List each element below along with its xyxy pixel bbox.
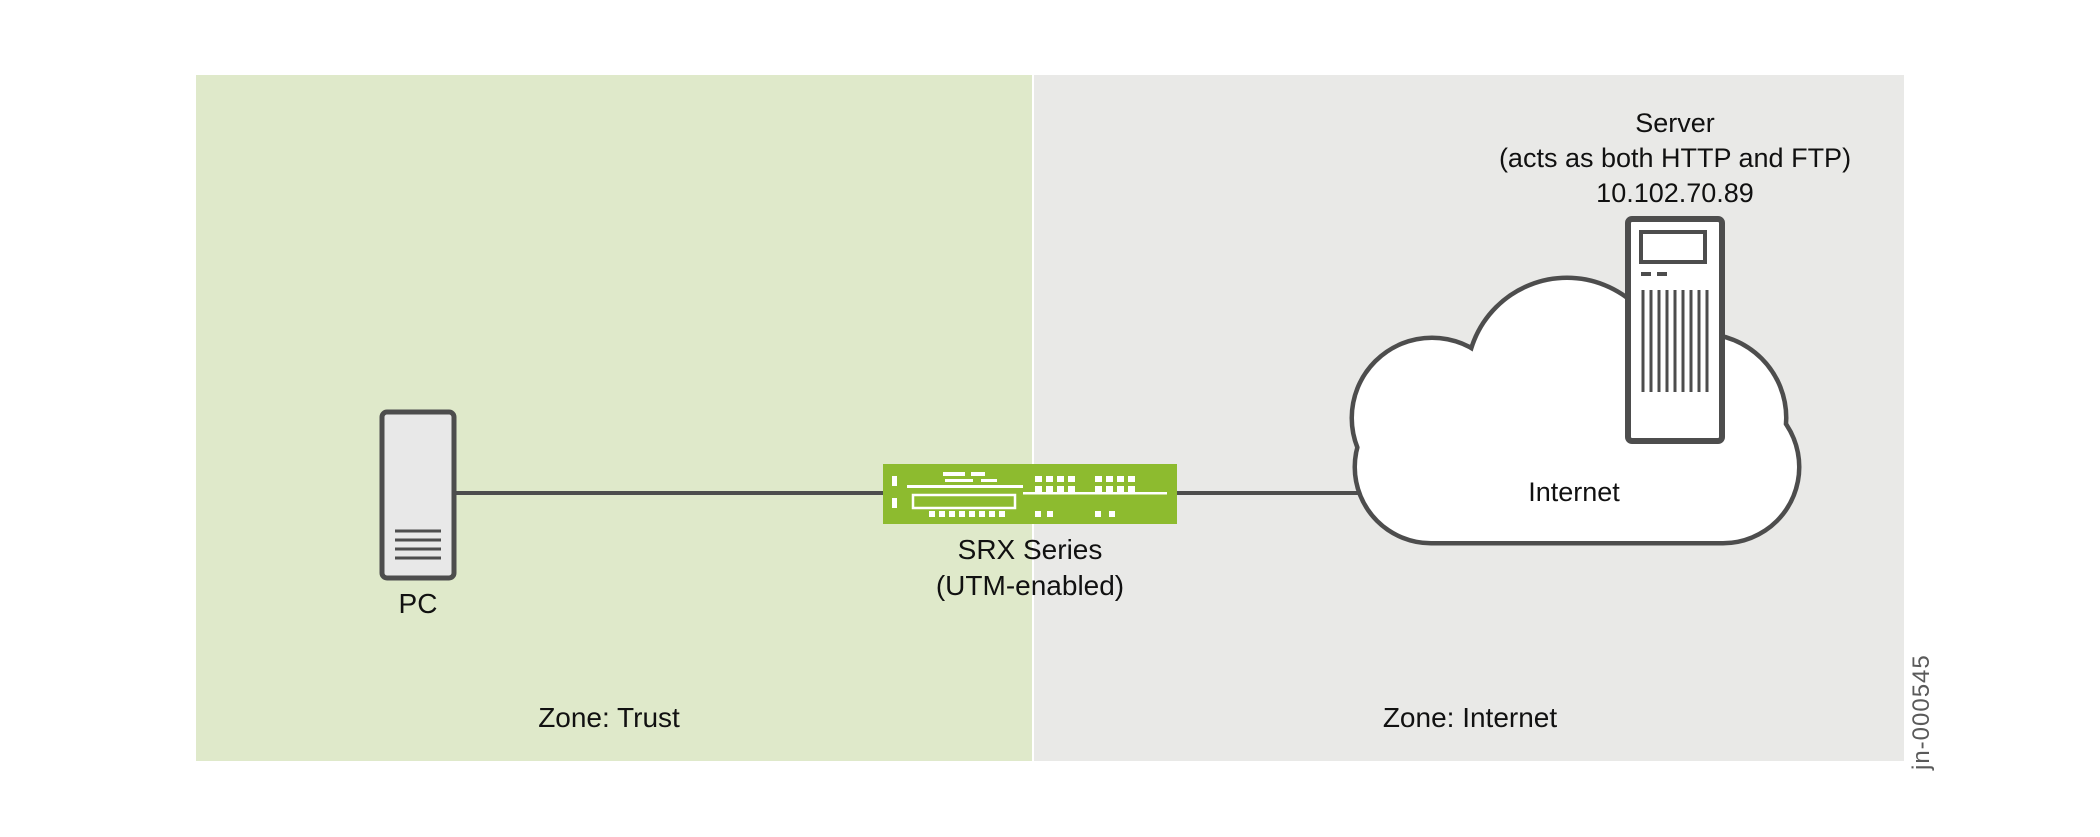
cloud-label: Internet [1528, 477, 1620, 507]
figure-id: jn-000545 [1908, 654, 1935, 770]
internet-cloud-icon [1312, 268, 1842, 568]
server-icon [1625, 216, 1725, 444]
zone-trust-label: Zone: Trust [538, 702, 680, 733]
srx-device-icon [883, 464, 1177, 524]
server-label-line3: 10.102.70.89 [1596, 178, 1754, 208]
zone-internet-label: Zone: Internet [1382, 702, 1558, 733]
srx-label: SRX Series (UTM-enabled) [880, 532, 1180, 604]
server-label-line1: Server [1635, 108, 1715, 138]
srx-label-line2: (UTM-enabled) [935, 570, 1125, 601]
srx-label-line1: SRX Series [957, 534, 1103, 565]
server-label-line2: (acts as both HTTP and FTP) [1498, 143, 1852, 173]
zone-trust [196, 75, 1032, 761]
pc-label: PC [398, 588, 438, 619]
pc-icon [379, 409, 457, 581]
server-label: Server (acts as both HTTP and FTP) 10.10… [1445, 106, 1905, 211]
